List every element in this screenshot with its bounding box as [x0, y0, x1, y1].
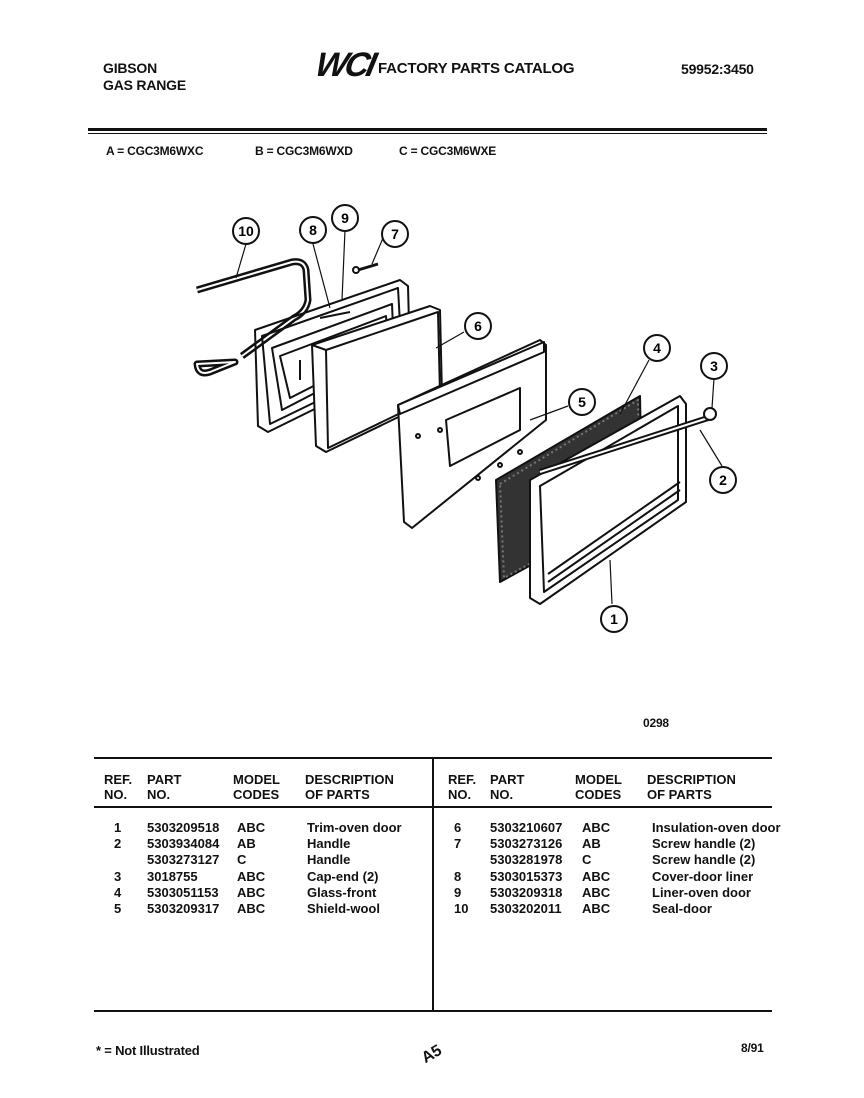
- row-ref: 8: [454, 868, 462, 884]
- part-trim-oven-door: [529, 395, 687, 605]
- part-shield-wool: [397, 339, 547, 529]
- row-part: 5303281978: [490, 852, 563, 868]
- svg-text:9: 9: [341, 210, 349, 226]
- part-screw-handle: [352, 262, 379, 274]
- svg-text:4: 4: [653, 340, 661, 356]
- row-ref: 4: [114, 884, 122, 900]
- row-desc: Trim-oven door: [307, 820, 402, 835]
- row-part: 5303273126: [490, 836, 563, 852]
- svg-text:5: 5: [578, 394, 586, 410]
- header-rule-thin: [88, 133, 767, 134]
- row-desc: Shield-wool: [307, 901, 380, 916]
- callout-5: 5: [568, 388, 596, 416]
- exploded-diagram: 10 8 9 7 6 5 4 3 2 1: [193, 204, 737, 633]
- row-part: 5303051153: [147, 884, 219, 900]
- row-codes: AB: [582, 836, 601, 852]
- row-desc: Handle: [307, 852, 351, 868]
- svg-text:6: 6: [474, 318, 482, 334]
- callout-1: 1: [600, 605, 628, 633]
- row-ref: 3: [114, 868, 122, 884]
- row-codes: ABC: [237, 901, 266, 916]
- row-ref: 2: [114, 836, 122, 852]
- row-codes: ABC: [237, 820, 266, 835]
- row-ref: 7: [454, 836, 462, 852]
- row-desc: Liner-oven door: [652, 884, 751, 900]
- row-ref: 1: [114, 820, 122, 835]
- page-mark: A5: [418, 1042, 445, 1067]
- row-part: 5303202011: [490, 901, 562, 916]
- svg-text:2: 2: [719, 472, 727, 488]
- svg-text:7: 7: [391, 226, 399, 242]
- row-desc: Handle: [307, 836, 351, 852]
- row-desc: Insulation-oven door: [652, 820, 781, 835]
- header-ref: REF.NO.: [104, 772, 133, 802]
- model-a: A = CGC3M6WXC: [106, 144, 204, 158]
- part-handle: [539, 407, 717, 475]
- row-desc: Glass-front: [307, 884, 377, 900]
- row-codes: C: [582, 852, 592, 868]
- callout-9: 9: [331, 204, 359, 232]
- row-part: 5303209518: [147, 820, 220, 835]
- catalog-title: FACTORY PARTS CATALOG: [378, 60, 575, 77]
- table-divider: [432, 757, 434, 1011]
- row-part: 3018755: [147, 868, 198, 884]
- row-ref: 9: [454, 884, 462, 900]
- callout-7: 7: [381, 220, 409, 248]
- header-ref-right: REF.NO.: [448, 772, 477, 802]
- row-codes: C: [237, 852, 247, 868]
- product-type: GAS RANGE: [103, 77, 186, 93]
- svg-text:1: 1: [610, 611, 618, 627]
- header-rule: [88, 128, 767, 131]
- row-ref: 5: [114, 901, 122, 916]
- catalog-number: 59952:3450: [681, 61, 754, 77]
- row-part: 5303209318: [490, 884, 563, 900]
- row-ref: 10: [454, 901, 469, 916]
- row-desc: Cap-end (2): [307, 868, 379, 884]
- svg-text:3: 3: [710, 358, 718, 374]
- row-part: 5303209317: [147, 901, 220, 916]
- callout-3: 3: [700, 352, 728, 380]
- row-desc: Screw handle (2): [652, 852, 756, 868]
- callout-8: 8: [299, 216, 327, 244]
- revision-date: 8/91: [741, 1041, 764, 1055]
- row-codes: ABC: [582, 884, 611, 900]
- brand-name: GIBSON: [103, 60, 158, 76]
- svg-text:10: 10: [238, 223, 254, 239]
- row-codes: ABC: [582, 820, 611, 835]
- row-desc: Seal-door: [652, 901, 712, 916]
- svg-text:8: 8: [309, 222, 317, 238]
- row-part: 5303210607: [490, 820, 563, 835]
- table-bottom-rule: [94, 1010, 772, 1012]
- row-codes: AB: [237, 836, 256, 852]
- row-codes: ABC: [237, 884, 266, 900]
- row-desc: Screw handle (2): [652, 836, 756, 852]
- row-ref: 6: [454, 820, 462, 835]
- row-codes: ABC: [582, 901, 611, 916]
- row-part: 5303273127: [147, 852, 220, 868]
- callout-6: 6: [464, 312, 492, 340]
- row-desc: Cover-door liner: [652, 868, 754, 884]
- callout-2: 2: [709, 466, 737, 494]
- diagram-code: 0298: [643, 716, 669, 730]
- callout-4: 4: [643, 334, 671, 362]
- row-part: 5303934084: [147, 836, 220, 852]
- model-c: C = CGC3M6WXE: [399, 144, 497, 158]
- footnote: * = Not Illustrated: [96, 1043, 200, 1058]
- callout-10: 10: [232, 217, 260, 245]
- row-part: 5303015373: [490, 868, 563, 884]
- callouts: 10 8 9 7 6 5 4 3 2 1: [232, 204, 737, 633]
- model-b: B = CGC3M6WXD: [255, 144, 353, 158]
- row-codes: ABC: [237, 868, 266, 884]
- row-codes: ABC: [582, 868, 611, 884]
